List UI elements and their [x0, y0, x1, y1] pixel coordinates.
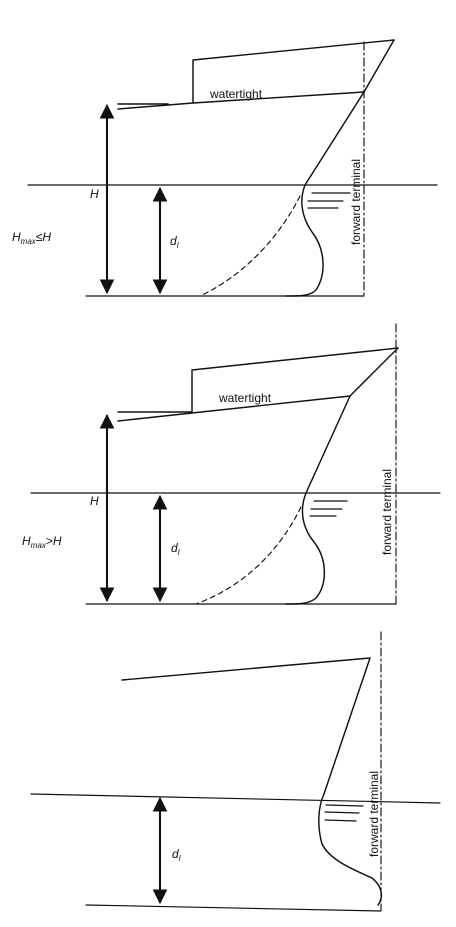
forward-terminal-label: forward terminal	[380, 469, 394, 555]
dl-label: dl	[170, 234, 179, 250]
dl-label: dl	[172, 847, 181, 863]
bow-stem-line	[304, 91, 365, 186]
hidden-bow-line	[199, 195, 301, 297]
upper-hull-and-stem	[121, 657, 371, 795]
watertight-label: watertight	[209, 87, 263, 101]
h-label: H	[90, 494, 99, 508]
panel-hmax-le-h: watertight forward terminal H Hmax≤H dl	[12, 39, 438, 297]
panel-hmax-gt-h: watertight forward terminal H Hmax>H dl	[22, 323, 441, 605]
hidden-bow-line	[195, 506, 302, 605]
bulb-outline	[285, 492, 326, 605]
watertight-deck-line	[191, 395, 351, 414]
waterline	[30, 793, 441, 804]
bulb-outline	[285, 184, 324, 297]
watertight-deck-line	[192, 91, 365, 104]
hmax-label: Hmax≤H	[12, 230, 51, 246]
dl-label: dl	[171, 541, 180, 557]
bow-stem-line	[305, 395, 351, 494]
h-label: H	[90, 187, 99, 201]
superstructure-outline	[117, 39, 395, 110]
panel-bottom-bow: forward terminal dl	[30, 631, 441, 912]
draft-mark-line-3	[324, 819, 357, 822]
hmax-label: Hmax>H	[22, 534, 62, 550]
bulb-outline	[318, 793, 383, 906]
forward-terminal-label: forward terminal	[367, 771, 381, 857]
baseline	[85, 904, 382, 912]
upper-stem-line	[363, 39, 395, 93]
forward-terminal-label: forward terminal	[349, 159, 363, 245]
upper-stem-line	[349, 347, 399, 397]
draft-mark-line-2	[324, 811, 360, 814]
superstructure-outline	[117, 347, 399, 422]
watertight-label: watertight	[218, 391, 272, 405]
draft-mark-line-1	[325, 804, 364, 807]
